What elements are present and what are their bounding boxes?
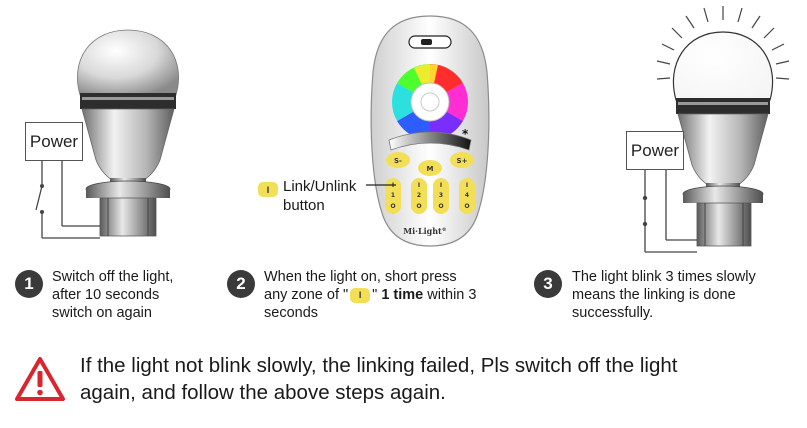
zone-2-on-label: I [418, 182, 420, 189]
warning-triangle-icon [15, 357, 65, 401]
bulb-blinking-illustration [642, 6, 790, 253]
zone-2-off-label: O [416, 203, 421, 210]
zone-3-num-label: 3 [439, 192, 443, 199]
svg-text:*: * [462, 127, 469, 141]
remote-s-minus-label: S- [394, 157, 402, 165]
remote-m-label: M [427, 165, 434, 173]
zone-button-2[interactable]: I 2O [411, 178, 427, 214]
zone-button-4[interactable]: I 4O [459, 178, 475, 214]
power-box-right: Power [626, 131, 684, 170]
step-2-number: 2 [227, 270, 255, 298]
callout-line [366, 184, 396, 186]
warning-message: If the light not blink slowly, the linki… [80, 354, 678, 404]
zone-4-off-label: O [464, 203, 469, 210]
step-1-text: Switch off the light, after 10 seconds s… [52, 269, 174, 321]
zone-button-3[interactable]: I 3O [433, 178, 449, 214]
step-3-text: The light blink 3 times slowly means the… [572, 269, 756, 321]
step-2-text: When the light on, short press any zone … [264, 269, 477, 321]
light-rays [656, 6, 790, 80]
zone-3-on-label: I [440, 182, 442, 189]
link-chip: I [258, 182, 278, 197]
step-1-number: 1 [15, 270, 43, 298]
color-wheel [392, 64, 468, 140]
power-box-left: Power [25, 122, 83, 161]
zone-1-num-label: 1 [391, 192, 395, 199]
step-3-number: 3 [534, 270, 562, 298]
link-unlink-label: Link/Unlink button [283, 178, 357, 214]
bulb-off-illustration [35, 29, 179, 239]
remote-s-plus-label: S+ [457, 157, 468, 165]
zone-1-off-label: O [390, 203, 395, 210]
remote-brand: Mi·Light® [403, 226, 446, 236]
zone-4-on-label: I [466, 182, 468, 189]
step-2-chip: I [350, 287, 371, 303]
zone-3-off-label: O [438, 203, 443, 210]
remote-control-illustration: * S- M S+ I1OI2OI3OI4O Mi·Light® [370, 15, 490, 247]
zone-4-num-label: 4 [465, 192, 469, 199]
zone-2-num-label: 2 [417, 192, 421, 199]
